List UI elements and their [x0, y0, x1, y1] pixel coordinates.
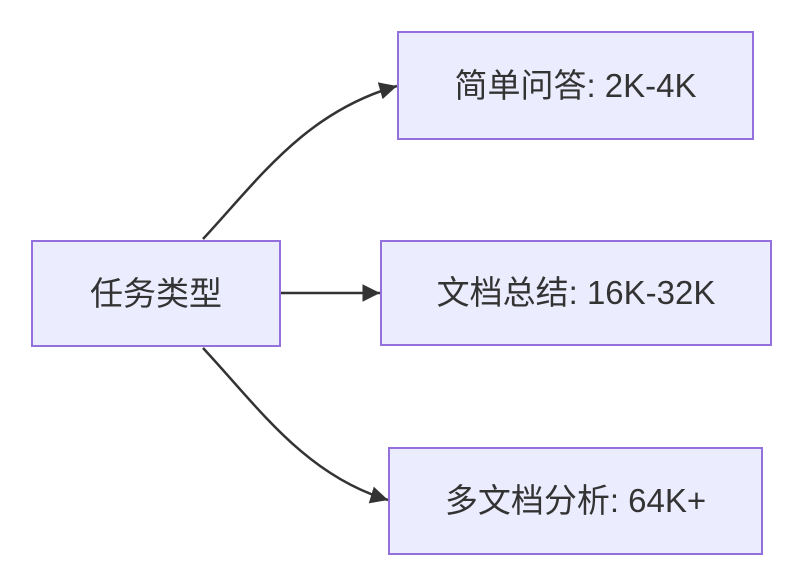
node-doc-summary-label: 文档总结: 16K-32K [436, 274, 716, 312]
edge-task-type-to-multi-doc-analysis [202, 347, 389, 504]
node-simple-qa: 简单问答: 2K-4K [397, 31, 754, 140]
node-task-type: 任务类型 [31, 240, 281, 347]
node-multi-doc-analysis: 多文档分析: 64K+ [388, 447, 763, 555]
edge-task-type-to-simple-qa [202, 82, 398, 240]
node-simple-qa-label: 简单问答: 2K-4K [454, 66, 697, 104]
node-multi-doc-analysis-label: 多文档分析: 64K+ [444, 482, 707, 520]
node-doc-summary: 文档总结: 16K-32K [380, 240, 772, 346]
node-task-type-label: 任务类型 [90, 274, 222, 312]
